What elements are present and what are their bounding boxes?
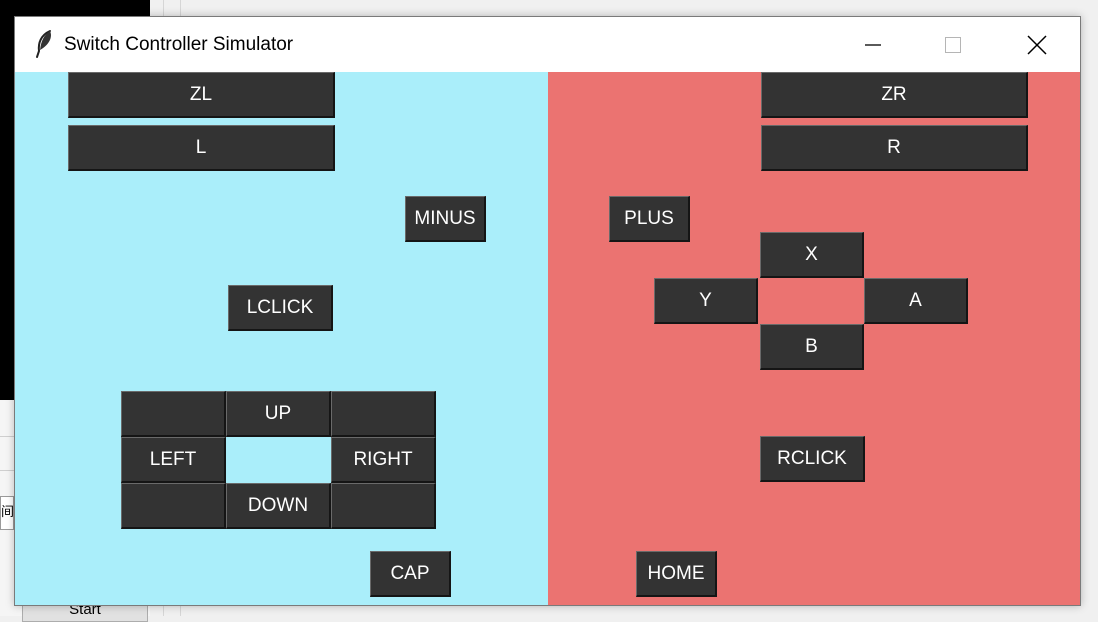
background-divider [0, 436, 14, 437]
close-icon [1027, 34, 1047, 55]
background-divider [0, 470, 14, 471]
r-button[interactable]: R [761, 125, 1028, 171]
controller-area: ZL L MINUS LCLICK UP LEFT RIGHT DOWN CAP… [15, 72, 1080, 605]
dpad-lower-left-button[interactable] [121, 483, 226, 529]
a-button[interactable]: A [864, 278, 968, 324]
dpad-lower-right-button[interactable] [331, 483, 436, 529]
simulator-window: Switch Controller Simulator ZL L MINUS L… [14, 16, 1081, 606]
plus-button[interactable]: PLUS [609, 196, 690, 242]
left-joycon-panel: ZL L MINUS LCLICK UP LEFT RIGHT DOWN CAP [15, 72, 548, 605]
lclick-button[interactable]: LCLICK [228, 285, 333, 331]
dpad-upper-left-button[interactable] [121, 391, 226, 437]
title-bar[interactable]: Switch Controller Simulator [15, 17, 1080, 72]
rclick-button[interactable]: RCLICK [760, 436, 865, 482]
feather-icon [36, 30, 51, 58]
right-joycon-panel: ZR R PLUS X Y A B RCLICK HOME [548, 72, 1080, 605]
x-button[interactable]: X [760, 232, 864, 278]
background-text-field[interactable]: 间 [0, 496, 14, 530]
dpad-down-button[interactable]: DOWN [226, 483, 331, 529]
zr-button[interactable]: ZR [761, 72, 1028, 118]
dpad-up-button[interactable]: UP [226, 391, 331, 437]
close-button[interactable] [1014, 17, 1060, 72]
maximize-button[interactable] [930, 17, 976, 72]
zl-button[interactable]: ZL [68, 72, 335, 118]
y-button[interactable]: Y [654, 278, 758, 324]
capture-button[interactable]: CAP [370, 551, 451, 597]
maximize-icon [945, 36, 961, 53]
dpad-right-button[interactable]: RIGHT [331, 437, 436, 483]
dpad-upper-right-button[interactable] [331, 391, 436, 437]
home-button[interactable]: HOME [636, 551, 717, 597]
minimize-button[interactable] [850, 17, 896, 72]
b-button[interactable]: B [760, 324, 864, 370]
dpad-left-button[interactable]: LEFT [121, 437, 226, 483]
minimize-icon [865, 43, 881, 46]
minus-button[interactable]: MINUS [405, 196, 486, 242]
l-button[interactable]: L [68, 125, 335, 171]
window-title: Switch Controller Simulator [64, 34, 294, 55]
